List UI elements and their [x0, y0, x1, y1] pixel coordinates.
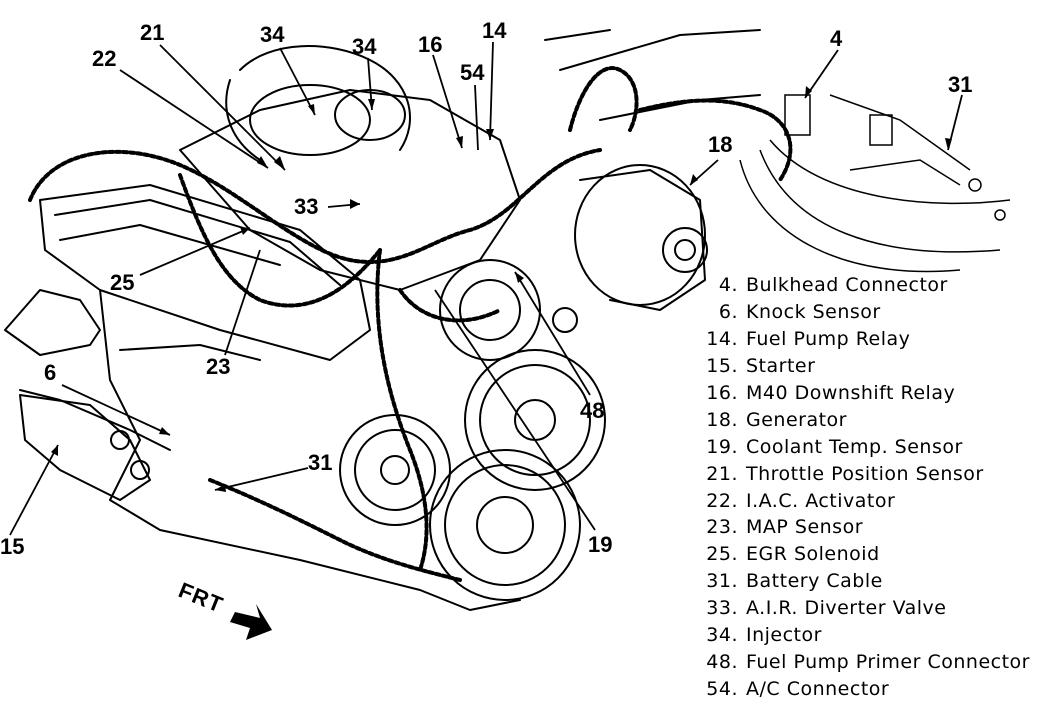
legend-row: 21. Throttle Position Sensor — [700, 460, 1056, 487]
starter — [19, 394, 151, 501]
legend-number: 19. — [706, 435, 738, 458]
callout-31: 31 — [308, 450, 333, 475]
legend-number: 33. — [706, 597, 738, 620]
callout-34: 34 — [352, 34, 377, 59]
legend-row: 54. A/C Connector — [700, 675, 1056, 702]
callout-15: 15 — [0, 534, 25, 559]
legend-label: Bulkhead Connector — [746, 274, 948, 297]
legend-row: 14. Fuel Pump Relay — [700, 326, 1056, 353]
legend-number: 25. — [706, 543, 738, 566]
generator — [574, 164, 706, 306]
legend-number: 14. — [706, 328, 738, 351]
legend-row: 6. Knock Sensor — [700, 299, 1056, 326]
legend-number: 22. — [706, 489, 738, 512]
legend-label: A.I.R. Diverter Valve — [746, 597, 947, 620]
legend-row: 4. Bulkhead Connector — [700, 272, 1056, 299]
legend-label: Knock Sensor — [746, 301, 881, 324]
legend-label: Generator — [746, 408, 847, 431]
legend-label: Battery Cable — [746, 570, 883, 593]
legend-number: 54. — [706, 677, 738, 700]
legend-row: 15. Starter — [700, 353, 1056, 380]
legend-number: 23. — [706, 516, 738, 539]
callout-34: 34 — [260, 22, 285, 47]
legend-number: 6. — [718, 301, 738, 324]
wiring-harness — [28, 148, 602, 264]
legend-number: 21. — [706, 462, 738, 485]
legend-label: M40 Downshift Relay — [746, 382, 956, 404]
legend-row: 48. Fuel Pump Primer Connector — [700, 648, 1056, 675]
callout-48: 48 — [580, 398, 605, 423]
legend-label: Fuel Pump Relay — [746, 328, 911, 351]
legend-row: 34. Injector — [700, 622, 1056, 649]
callout-21: 21 — [140, 20, 165, 45]
valve-cover — [39, 184, 371, 361]
legend-label: A/C Connector — [746, 677, 890, 700]
legend-label: Coolant Temp. Sensor — [746, 435, 963, 458]
callout-22: 22 — [92, 46, 117, 71]
callout-6: 6 — [44, 360, 57, 385]
legend-number: 16. — [706, 382, 738, 404]
callout-25: 25 — [110, 270, 135, 295]
legend-row: 33. A.I.R. Diverter Valve — [700, 595, 1056, 622]
callout-33: 33 — [294, 194, 319, 219]
legend-row: 22. I.A.C. Activator — [700, 487, 1056, 514]
callout-4: 4 — [830, 26, 843, 51]
legend-row: 25. EGR Solenoid — [700, 541, 1056, 568]
legend-number: 4. — [718, 274, 738, 297]
legend-row: 18. Generator — [700, 406, 1056, 433]
legend-number: 34. — [706, 624, 738, 647]
callout-16: 16 — [418, 32, 443, 57]
water-pump-pulley — [464, 349, 606, 491]
legend-label: Starter — [746, 355, 816, 378]
legend-label: Fuel Pump Primer Connector — [746, 650, 1030, 673]
legend-label: EGR Solenoid — [746, 543, 880, 566]
callout-18: 18 — [708, 132, 733, 157]
legend-label: Injector — [746, 624, 822, 647]
front-arrow-icon — [230, 604, 272, 640]
callout-14: 14 — [482, 18, 507, 43]
legend-label: MAP Sensor — [746, 516, 864, 539]
legend-number: 15. — [706, 355, 738, 378]
legend-row: 23. MAP Sensor — [700, 514, 1056, 541]
callout-23: 23 — [206, 354, 231, 379]
callout-31: 31 — [948, 72, 973, 97]
legend-label: I.A.C. Activator — [746, 489, 896, 512]
legend-row: 31. Battery Cable — [700, 568, 1056, 595]
parts-legend: 4. Bulkhead Connector 6. Knock Sensor 14. F… — [700, 272, 1056, 702]
legend-row: 16. M40 Downshift Relay — [700, 380, 1056, 407]
callout-54: 54 — [460, 60, 485, 85]
ps-pulley — [339, 414, 451, 526]
legend-number: 31. — [706, 570, 738, 593]
legend-number: 48. — [706, 650, 738, 673]
legend-number: 18. — [706, 408, 738, 431]
engine-block — [99, 289, 521, 611]
legend-label: Throttle Position Sensor — [746, 462, 984, 485]
callout-19: 19 — [588, 532, 613, 557]
crank-pulley — [429, 449, 581, 601]
legend-row: 19. Coolant Temp. Sensor — [700, 433, 1056, 460]
